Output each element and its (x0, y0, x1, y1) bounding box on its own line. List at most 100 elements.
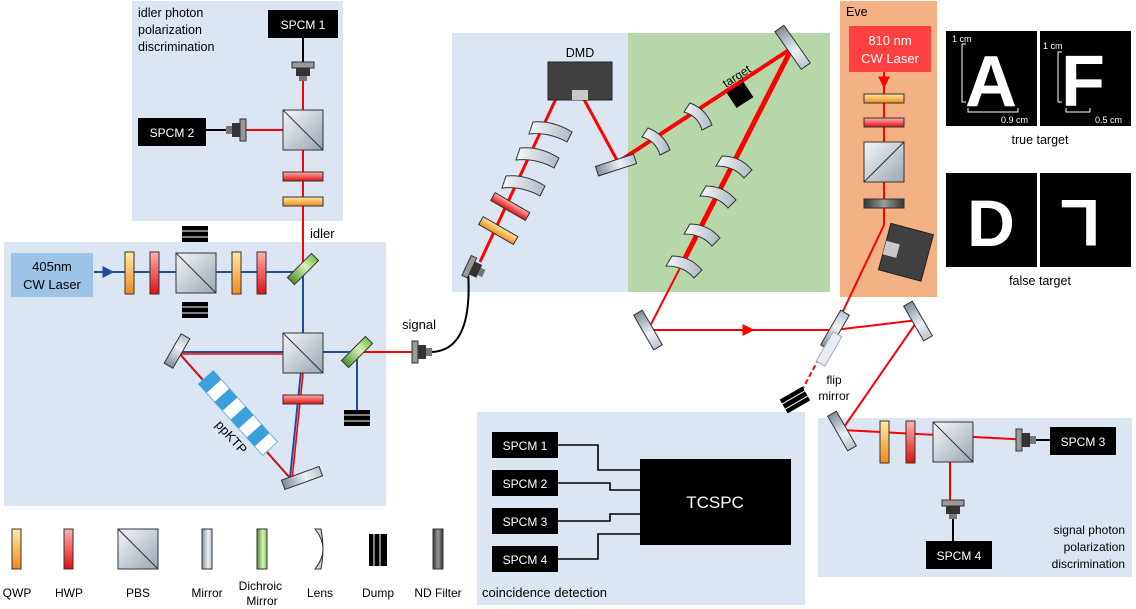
tcspc-input-1: SPCM 1 (503, 439, 548, 453)
lens (699, 185, 737, 209)
eve-dmd (877, 222, 935, 282)
false-target-caption: false target (1009, 274, 1071, 288)
eve-title: Eve (846, 5, 868, 19)
signal-panel-title-3: discrimination (1052, 557, 1125, 571)
mirror (902, 300, 934, 342)
lens (683, 223, 721, 247)
false-target-letter-l: L (1060, 186, 1100, 260)
qwp (124, 251, 135, 295)
signal-label: signal (402, 317, 436, 332)
legend-pbs-symbol (117, 528, 159, 570)
pbs (282, 109, 324, 151)
legend-mirror-symbol (201, 528, 213, 570)
lens (528, 121, 573, 143)
signal-fiber (429, 269, 470, 353)
true-target-a-width: 0.9 cm (1001, 115, 1028, 125)
dichroic-mirror (286, 252, 320, 286)
height-bracket (961, 43, 966, 103)
idler-panel-title-3: discrimination (138, 40, 214, 54)
legend-mirror-label: Mirror (191, 586, 222, 600)
idler-label: idler (310, 226, 335, 241)
dmd-chip (572, 90, 588, 100)
spcm-box (1050, 427, 1116, 455)
lens (501, 175, 546, 197)
flip-mirror-ghost (815, 331, 843, 367)
tcspc-input-2: SPCM 2 (503, 477, 548, 491)
lens (641, 127, 671, 156)
false-target-letter-d: D (967, 186, 1015, 260)
true-target-f-width: 0.5 cm (1095, 115, 1122, 125)
nd-filter (863, 198, 905, 209)
legend-dichroic-word-2: Mirror (246, 594, 277, 608)
target-object (726, 82, 754, 108)
spcm-box (492, 508, 558, 534)
qwp (477, 215, 519, 246)
true-target-a-height: 1 cm (952, 34, 972, 44)
pump-laser-label-1: 405nm (32, 259, 72, 274)
eve-laser-label-2: CW Laser (861, 51, 919, 66)
spcm-box (268, 10, 338, 38)
hwp (149, 251, 160, 295)
pbs (863, 141, 905, 183)
mirror (632, 309, 664, 351)
spcm-2-label: SPCM 2 (150, 126, 195, 140)
fiber-coupler (1015, 428, 1036, 452)
tcspc-input-4: SPCM 4 (503, 553, 548, 567)
beam-dump (182, 302, 208, 318)
spcm-4-label: SPCM 4 (937, 549, 982, 563)
pump-laser-label-2: CW Laser (23, 277, 81, 292)
spcm-box (492, 546, 558, 572)
tcspc-box (640, 459, 791, 545)
pbs (282, 332, 324, 374)
tcspc-cables (558, 444, 640, 560)
spcm-box (492, 432, 558, 458)
hwp (489, 191, 531, 222)
eve-laser-label-1: 810 nm (868, 33, 911, 48)
qwp (282, 196, 324, 207)
mirror (163, 333, 191, 369)
beam-dump (344, 410, 370, 426)
legend-lens-symbol (313, 528, 324, 570)
true-target-f (1040, 31, 1131, 126)
width-bracket (1065, 108, 1091, 113)
true-target-caption: true target (1012, 133, 1070, 147)
legend-dichroic-word: Dichroic (239, 579, 282, 593)
hwp (282, 171, 324, 182)
qwp (863, 93, 905, 104)
pbs (175, 252, 217, 294)
tcspc-input-3: SPCM 3 (503, 515, 548, 529)
pump-laser-box (11, 253, 93, 297)
idler-panel-title-1: idler photon (138, 6, 203, 20)
height-bracket (1057, 51, 1062, 103)
hwp (863, 117, 905, 128)
flip-mirror-label-2: mirror (818, 389, 849, 403)
mirror (774, 24, 811, 70)
legend-qwp-label: QWP (3, 586, 32, 600)
signal-panel-title-1: signal photon (1054, 523, 1125, 537)
true-target-letter-f: F (1061, 42, 1105, 122)
mirror (594, 153, 638, 177)
coincidence-title: coincidence detection (482, 585, 607, 600)
lens (683, 102, 713, 131)
qwp (879, 420, 890, 464)
legend-dichroic-symbol (256, 528, 268, 570)
spcm-3-label: SPCM 3 (1061, 435, 1106, 449)
hwp (282, 394, 324, 405)
legend-hwp-label: HWP (55, 586, 83, 600)
fiber-coupler (291, 61, 315, 81)
dmd-label: DMD (566, 46, 594, 60)
eve-laser-box (849, 26, 931, 72)
dichroic-mirror (340, 335, 374, 369)
tcspc-label: TCSPC (686, 493, 744, 512)
true-target-f-height: 1 cm (1043, 41, 1063, 51)
spcm-1-label: SPCM 1 (281, 18, 326, 32)
signal-panel-title-2: polarization (1064, 540, 1125, 554)
beam-dump (779, 386, 811, 414)
legend-nd-label: ND Filter (414, 586, 461, 600)
lens (665, 255, 703, 279)
hwp (905, 420, 916, 464)
flip-mirror-label-1: flip (826, 373, 842, 387)
legend-lens-label: Lens (307, 586, 333, 600)
mirror (826, 410, 858, 452)
